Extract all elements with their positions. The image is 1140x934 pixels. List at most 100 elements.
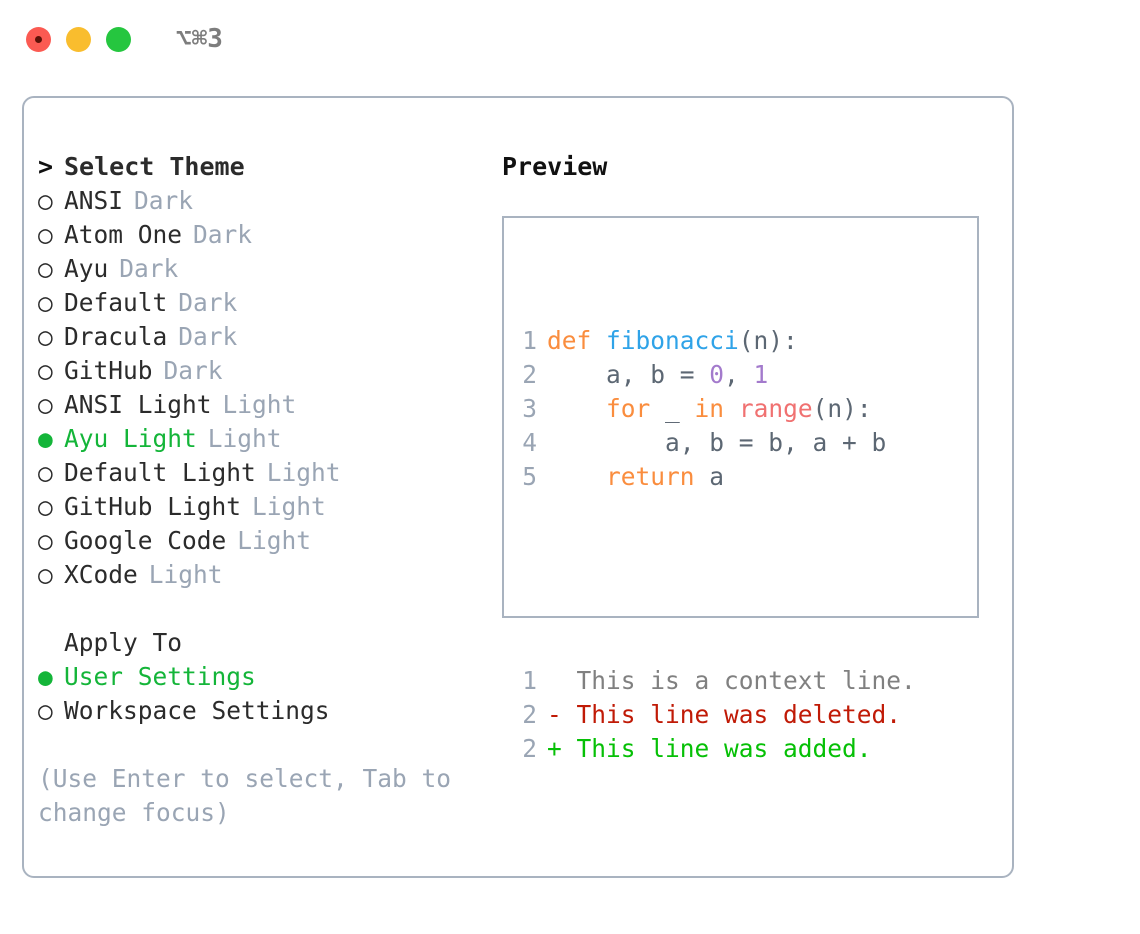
- code-diff-spacer: [521, 562, 916, 596]
- apply-to-options-list: ● User Settings ○ Workspace Settings: [38, 660, 478, 728]
- line-number: 2: [522, 700, 537, 729]
- diff-marker: +: [547, 734, 577, 763]
- line-number: 1: [522, 666, 537, 695]
- keyboard-shortcut-label: ⌥⌘3: [176, 24, 223, 54]
- line-number: 2: [522, 360, 537, 389]
- theme-option-default-light[interactable]: ○ Default Light Light: [38, 456, 478, 490]
- code-token: in: [694, 394, 725, 423]
- radio-unselected-icon: ○: [38, 220, 53, 249]
- theme-variant-tag: Light: [207, 424, 282, 453]
- theme-option-atom-one[interactable]: ○ Atom One Dark: [38, 218, 478, 252]
- zoom-button[interactable]: [106, 26, 131, 52]
- theme-option-label: Default Light: [64, 458, 256, 487]
- diff-line-added: 2 + This line was added.: [521, 732, 916, 766]
- radio-unselected-icon: ○: [38, 356, 53, 385]
- theme-option-label: Atom One: [64, 220, 183, 249]
- minimize-button[interactable]: [66, 26, 91, 52]
- theme-variant-tag: Dark: [119, 254, 179, 283]
- code-token: a, b = b, a + b: [547, 428, 887, 457]
- theme-variant-tag: Dark: [178, 288, 238, 317]
- code-token: fibonacci: [606, 326, 739, 355]
- line-number: 3: [522, 394, 537, 423]
- theme-list-title: Select Theme: [64, 152, 245, 181]
- radio-unselected-icon: ○: [38, 288, 53, 317]
- theme-list-header: > Select Theme: [38, 150, 478, 184]
- code-token: 0: [709, 360, 725, 389]
- diff-line-deleted: 2- This line was deleted.: [521, 698, 916, 732]
- theme-option-ansi[interactable]: ○ ANSI Dark: [38, 184, 478, 218]
- radio-unselected-icon: ○: [38, 390, 53, 419]
- code-token: for: [606, 394, 651, 423]
- theme-option-label: GitHub: [64, 356, 153, 385]
- apply-to-option-label: User Settings: [64, 662, 256, 691]
- apply-to-header-marker: ○: [38, 626, 64, 660]
- code-line: 3 for _ in range(n):: [521, 392, 916, 426]
- theme-variant-tag: Light: [252, 492, 326, 521]
- line-number: 1: [522, 326, 537, 355]
- radio-unselected-icon: ○: [38, 322, 53, 351]
- theme-option-ayu[interactable]: ○ Ayu Dark: [38, 252, 478, 286]
- theme-variant-tag: Dark: [134, 186, 194, 215]
- theme-variant-tag: Dark: [178, 322, 238, 351]
- theme-variant-tag: Light: [266, 458, 341, 487]
- close-button[interactable]: [26, 26, 51, 52]
- code-token: [547, 394, 606, 423]
- diff-text: This line was added.: [576, 734, 872, 763]
- theme-variant-tag: Light: [148, 560, 223, 589]
- code-token: _: [650, 394, 695, 423]
- theme-option-label: Ayu: [64, 254, 109, 283]
- window-controls: [26, 26, 131, 52]
- radio-selected-icon: ●: [38, 662, 53, 691]
- apply-to-option-label: Workspace Settings: [64, 696, 330, 725]
- radio-unselected-icon: ○: [38, 458, 53, 487]
- code-token: a, b =: [547, 360, 710, 389]
- code-token: return: [606, 462, 695, 491]
- theme-option-label: GitHub Light: [64, 492, 242, 521]
- titlebar: ⌥⌘3: [0, 0, 1140, 78]
- theme-variant-tag: Light: [237, 526, 312, 555]
- diff-text: This is a context line.: [576, 666, 916, 695]
- radio-unselected-icon: ○: [38, 254, 53, 283]
- theme-variant-tag: Light: [222, 390, 297, 419]
- diff-sample: 1 This is a context line.2- This line wa…: [521, 664, 916, 766]
- keyboard-hint-text: (Use Enter to select, Tab to change focu…: [38, 764, 466, 827]
- line-number: 4: [522, 428, 537, 457]
- radio-unselected-icon: ○: [38, 696, 53, 725]
- theme-option-label: Dracula: [64, 322, 168, 351]
- prompt-caret-icon: >: [38, 152, 54, 181]
- diff-line-context: 1 This is a context line.: [521, 664, 916, 698]
- section-spacer: [38, 592, 478, 626]
- line-number: 2: [522, 734, 537, 763]
- code-token: [547, 462, 606, 491]
- code-token: (n):: [812, 394, 872, 423]
- theme-option-dracula[interactable]: ○ Dracula Dark: [38, 320, 478, 354]
- apply-to-header: ○Apply To: [38, 626, 478, 660]
- code-token: 1: [753, 360, 769, 389]
- apply-to-option-workspace-settings[interactable]: ○ Workspace Settings: [38, 694, 478, 728]
- preview-title: Preview: [502, 152, 608, 181]
- theme-variant-tag: Dark: [193, 220, 253, 249]
- theme-option-label: Google Code: [64, 526, 227, 555]
- theme-option-label: XCode: [64, 560, 138, 589]
- code-line: 2 a, b = 0, 1: [521, 358, 916, 392]
- code-token: ,: [724, 360, 754, 389]
- radio-unselected-icon: ○: [38, 186, 53, 215]
- apply-to-option-user-settings[interactable]: ● User Settings: [38, 660, 478, 694]
- theme-option-label: ANSI: [64, 186, 124, 215]
- code-line: 4 a, b = b, a + b: [521, 426, 916, 460]
